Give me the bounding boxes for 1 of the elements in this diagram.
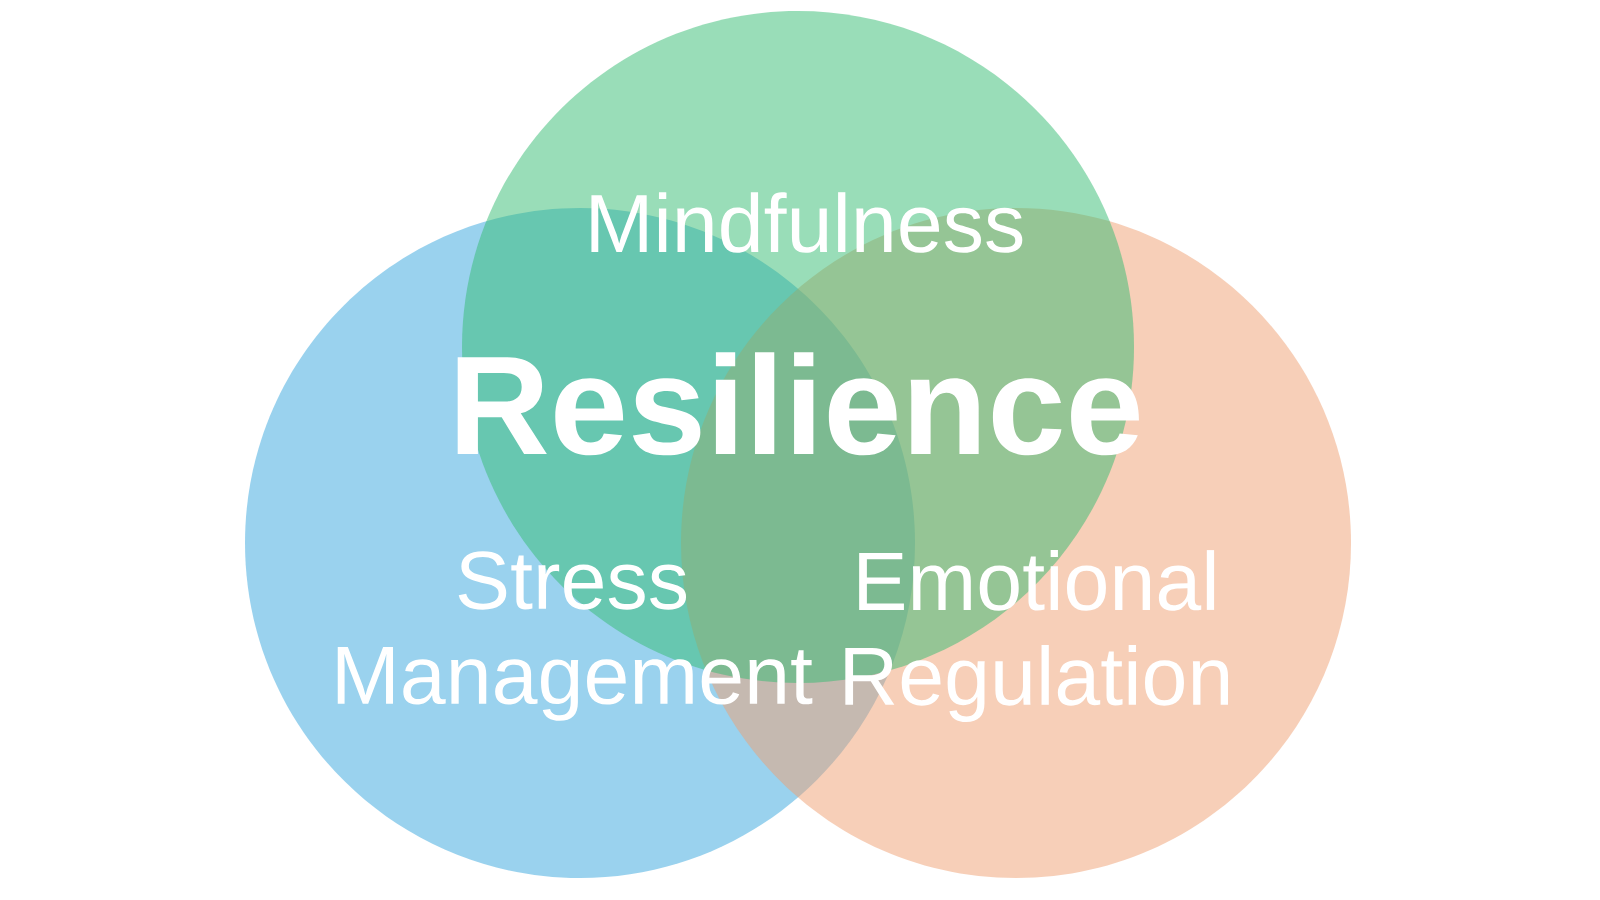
circle-label: Mindfulness [591, 192, 1023, 253]
